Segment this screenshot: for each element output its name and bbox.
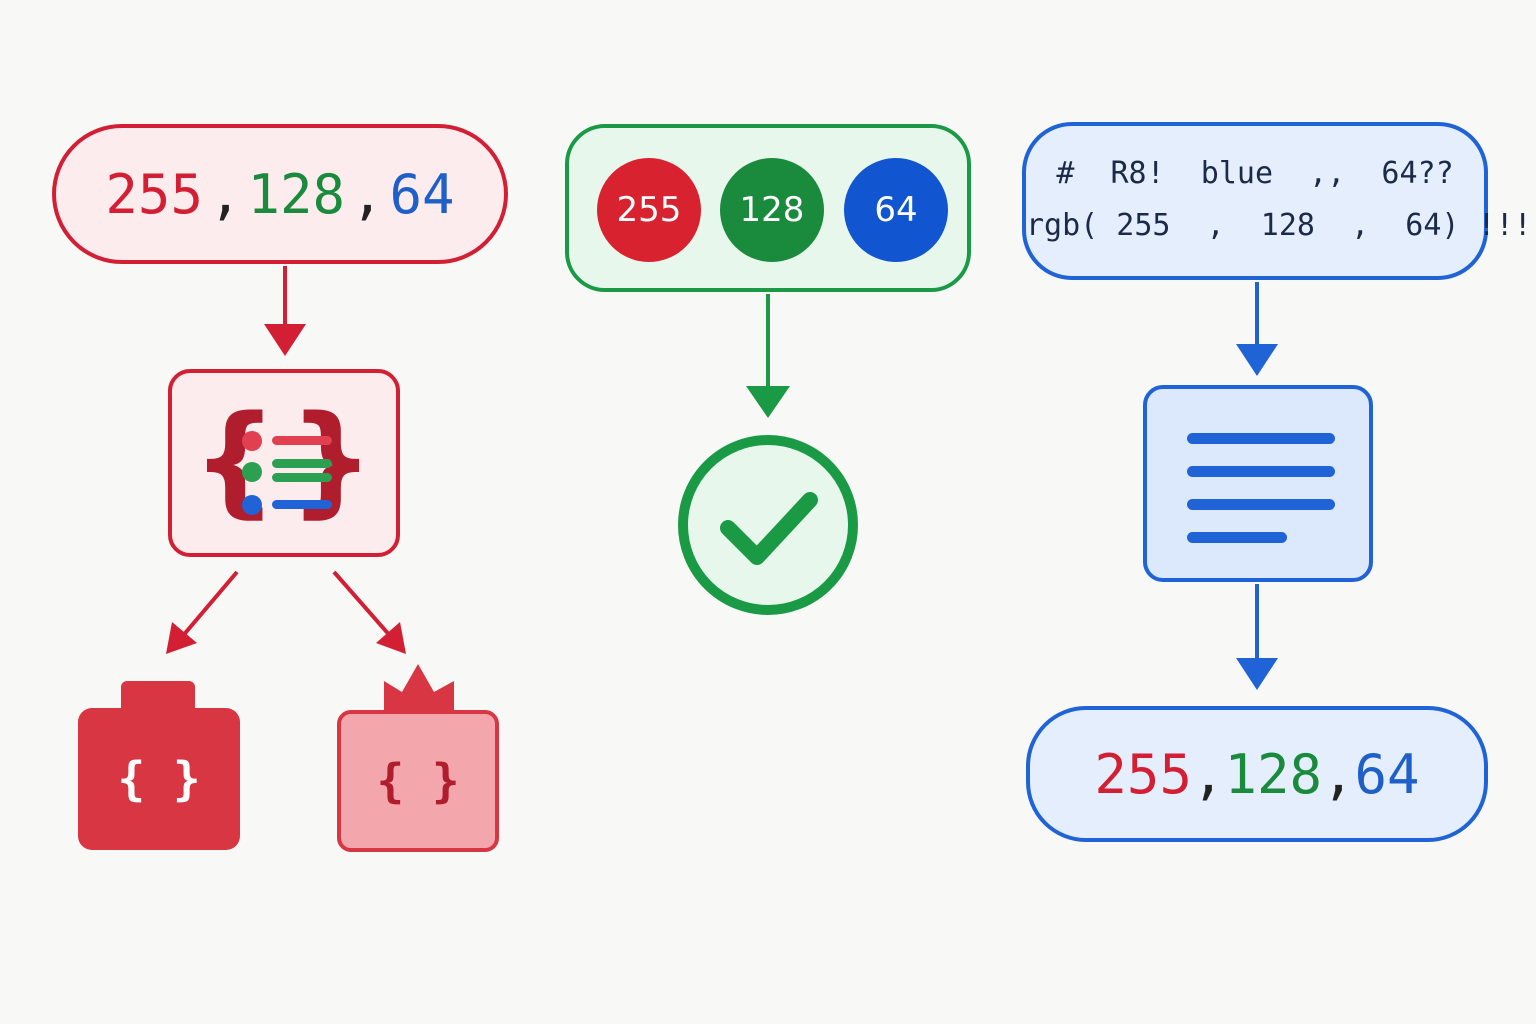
value-green: 128: [247, 162, 346, 226]
arrowhead-left-3: [376, 622, 406, 654]
left-brace: {: [192, 391, 278, 530]
value-blue: 64: [389, 162, 455, 226]
value-ball-red: 255: [597, 158, 701, 262]
arrowhead-left-1: [264, 324, 306, 356]
output-values-pill-blue: 255 , 128 , 64: [1026, 706, 1488, 842]
separator: ,: [351, 162, 384, 226]
arrowhead-middle: [746, 386, 790, 418]
list-dot-green: [242, 462, 262, 482]
check-circle-icon: [678, 435, 858, 615]
arrowhead-right-1: [1236, 344, 1278, 376]
object-block-label: { }: [117, 752, 201, 806]
doc-line-2: [1187, 466, 1335, 477]
output-value-red: 255: [1094, 742, 1192, 806]
raw-input-box: # R8! blue ,, 64?? rgb( 255 , 128 , 64) …: [1022, 122, 1532, 280]
input-values-pill-red: 255 , 128 , 64: [52, 124, 508, 264]
value-ball-blue: 64: [844, 158, 948, 262]
object-block-crown-label: { }: [376, 754, 460, 808]
list-dot-red: [242, 431, 262, 451]
list-bar-green: [272, 459, 332, 468]
output-separator: ,: [1322, 742, 1355, 806]
arrowhead-right-2: [1236, 658, 1278, 690]
document-lines-icon: [1143, 385, 1373, 582]
arrow-left-3: [332, 570, 394, 640]
object-block-icon: { }: [78, 708, 240, 850]
values-pill-green: 255 128 64: [565, 124, 971, 292]
list-bar-green-2: [272, 473, 332, 482]
output-value-blue: 64: [1354, 742, 1420, 806]
output-separator: ,: [1191, 742, 1225, 806]
raw-line-2: rgb( 255 , 128 , 64) !!!: [1026, 208, 1532, 243]
raw-line-1: # R8! blue ,, 64??: [1056, 156, 1454, 191]
list-braces-icon: { }: [168, 369, 400, 557]
list-bar-blue: [272, 500, 332, 509]
object-block-crown-icon: { }: [337, 710, 499, 852]
arrow-left-2: [179, 570, 239, 640]
output-value-green: 128: [1224, 742, 1323, 806]
separator: ,: [208, 162, 242, 226]
value-ball-green: 128: [720, 158, 824, 262]
doc-line-3: [1187, 499, 1335, 510]
arrowhead-left-2: [166, 622, 197, 654]
doc-line-4: [1187, 532, 1287, 543]
value-red: 255: [105, 162, 203, 226]
obj2-crown: [384, 664, 454, 710]
list-dot-blue: [242, 495, 262, 515]
doc-line-1: [1187, 433, 1335, 444]
list-bar-red: [272, 436, 332, 445]
